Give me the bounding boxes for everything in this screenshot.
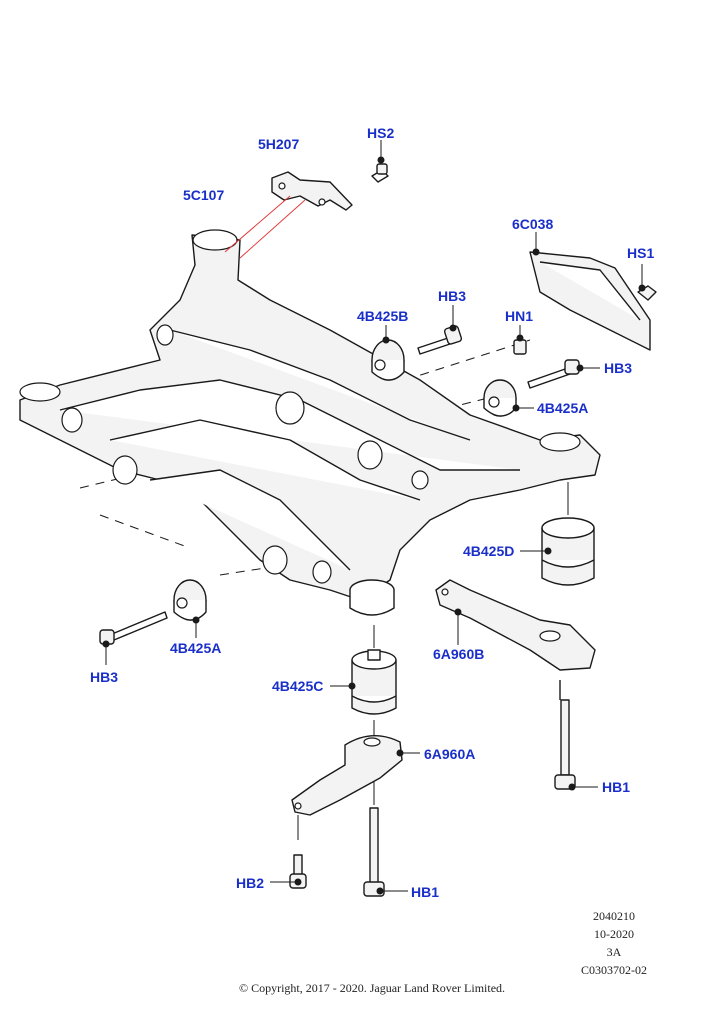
screw-hs1 xyxy=(637,264,657,301)
callout-4b425b: 4B425B xyxy=(357,308,408,324)
bolt-hb3-right xyxy=(527,359,600,389)
callout-hs2: HS2 xyxy=(367,125,394,141)
mount-4b425c xyxy=(330,625,397,715)
mount-4b425d xyxy=(520,482,595,586)
callout-hb1-right: HB1 xyxy=(602,779,630,795)
callout-6c038: 6C038 xyxy=(512,216,553,232)
reference-code: 2040210 xyxy=(593,909,635,923)
callout-6a960a: 6A960A xyxy=(424,746,475,762)
bush-4b425a-right xyxy=(483,379,534,417)
callout-hb3-left: HB3 xyxy=(90,669,118,685)
bolt-hb2 xyxy=(270,815,307,889)
callout-hb3-right: HB3 xyxy=(604,360,632,376)
callout-hs1: HS1 xyxy=(627,245,654,261)
bracket-5h207 xyxy=(224,171,353,259)
copyright: © Copyright, 2017 - 2020. Jaguar Land Ro… xyxy=(239,981,505,995)
callout-hb2: HB2 xyxy=(236,875,264,891)
callout-hb3-top: HB3 xyxy=(438,288,466,304)
bush-4b425a-left xyxy=(173,579,207,638)
bolt-hb1-bottom xyxy=(363,782,408,897)
callout-4b425c: 4B425C xyxy=(272,678,323,694)
callout-labels: HS2 5H207 5C107 6C038 HS1 HB3 4B425B HN1… xyxy=(90,125,654,900)
callout-6a960b: 6A960B xyxy=(433,646,484,662)
callout-hn1: HN1 xyxy=(505,308,533,324)
reference-revision: 3A xyxy=(607,945,622,959)
bolt-hb3-top xyxy=(417,305,463,355)
callout-4b425a-left: 4B425A xyxy=(170,640,221,656)
reference-id: C0303702-02 xyxy=(581,963,647,977)
heat-shield-6c038 xyxy=(529,232,651,351)
callout-hb1-bottom: HB1 xyxy=(411,884,439,900)
bolt-hb3-left xyxy=(99,611,168,665)
screw-hs2 xyxy=(371,140,389,183)
rear-subframe xyxy=(19,229,601,616)
brace-6a960b xyxy=(435,579,596,671)
reference-block: 2040210 10-2020 3A C0303702-02 xyxy=(581,909,647,977)
reference-date: 10-2020 xyxy=(594,927,634,941)
brace-6a960a xyxy=(291,720,420,816)
callout-4b425a-right: 4B425A xyxy=(537,400,588,416)
bolt-hb1-right xyxy=(554,680,598,791)
callout-4b425d: 4B425D xyxy=(463,543,514,559)
nut-hn1 xyxy=(513,325,527,355)
bush-4b425b xyxy=(371,325,405,381)
callout-5h207: 5H207 xyxy=(258,136,299,152)
callout-5c107: 5C107 xyxy=(183,187,224,203)
